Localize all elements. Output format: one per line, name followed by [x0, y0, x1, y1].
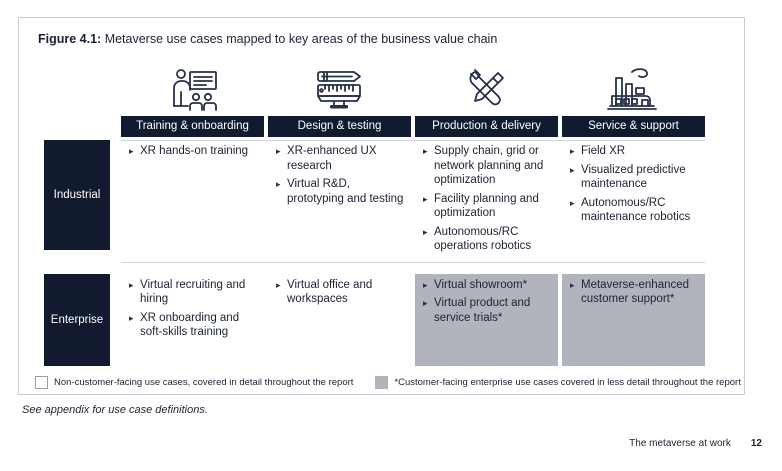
- list-item: Virtual showroom*: [423, 278, 552, 293]
- wrench-screwdriver-icon: [413, 56, 559, 114]
- list-item: Virtual recruiting and hiring: [129, 278, 258, 307]
- list-item: Autonomous/RC operations robotics: [423, 225, 552, 254]
- legend: Non-customer-facing use cases, covered i…: [35, 373, 741, 391]
- matrix-row-enterprise: Enterprise Virtual recruiting and hiring…: [44, 273, 705, 366]
- legend-swatch-filled-icon: [375, 375, 389, 389]
- list-item: Autonomous/RC maintenance robotics: [570, 196, 699, 225]
- row-label-industrial: Industrial: [44, 140, 110, 250]
- divider-above-industrial: [121, 140, 705, 141]
- list-item: XR onboarding and soft-skills training: [129, 311, 258, 340]
- industrial-cells: XR hands-on training XR-enhanced UX rese…: [121, 140, 705, 262]
- item-list: Supply chain, grid or network planning a…: [423, 144, 552, 254]
- matrix-row-industrial: Industrial XR hands-on training XR-enhan…: [44, 140, 705, 262]
- item-list: Metaverse-enhanced customer support*: [570, 278, 699, 307]
- cell-enterprise-training-onboarding: Virtual recruiting and hiring XR onboard…: [121, 274, 264, 366]
- list-item: Facility planning and optimization: [423, 192, 552, 221]
- item-list: Field XR Visualized predictive maintenan…: [570, 144, 699, 225]
- cell-enterprise-production-delivery: Virtual showroom* Virtual product and se…: [415, 273, 558, 366]
- column-header-production-delivery: Production & delivery: [415, 116, 558, 137]
- row-label-enterprise: Enterprise: [44, 273, 110, 366]
- appendix-note: See appendix for use case definitions.: [22, 404, 208, 416]
- item-list: XR-enhanced UX research Virtual R&D, pro…: [276, 144, 405, 206]
- legend-label: Non-customer-facing use cases, covered i…: [54, 376, 354, 388]
- cell-enterprise-service-support: Metaverse-enhanced customer support*: [562, 273, 705, 366]
- cell-industrial-training-onboarding: XR hands-on training: [121, 140, 264, 262]
- footer-page-number: 12: [750, 438, 762, 449]
- column-header-design-testing: Design & testing: [268, 116, 411, 137]
- cell-enterprise-design-testing: Virtual office and workspaces: [268, 274, 411, 366]
- list-item: XR hands-on training: [129, 144, 258, 159]
- list-item: Supply chain, grid or network planning a…: [423, 144, 552, 188]
- figure-title: Figure 4.1: Metaverse use cases mapped t…: [38, 31, 497, 47]
- enterprise-cells: Virtual recruiting and hiring XR onboard…: [121, 273, 705, 366]
- list-item: Virtual product and service trials*: [423, 296, 552, 325]
- legend-swatch-hollow-icon: [35, 375, 48, 389]
- list-item: Visualized predictive maintenance: [570, 163, 699, 192]
- column-header-row: Training & onboarding Design & testing P…: [121, 116, 705, 137]
- legend-item-customer-facing: *Customer-facing enterprise use cases co…: [375, 375, 741, 389]
- list-item: Virtual R&D, prototyping and testing: [276, 177, 405, 206]
- column-header-training-onboarding: Training & onboarding: [121, 116, 264, 137]
- list-item: Metaverse-enhanced customer support*: [570, 278, 699, 307]
- cell-industrial-service-support: Field XR Visualized predictive maintenan…: [562, 140, 705, 262]
- legend-item-non-customer-facing: Non-customer-facing use cases, covered i…: [35, 375, 354, 389]
- pencil-ruler-monitor-icon: [267, 56, 413, 114]
- presenter-whiteboard-icon: [121, 56, 267, 114]
- legend-label: *Customer-facing enterprise use cases co…: [394, 376, 741, 388]
- figure-title-text: Metaverse use cases mapped to key areas …: [101, 32, 498, 46]
- divider-between-rows: [121, 262, 705, 263]
- column-header-service-support: Service & support: [562, 116, 705, 137]
- list-item: XR-enhanced UX research: [276, 144, 405, 173]
- footer-document-title: The metaverse at work: [629, 438, 731, 449]
- figure-container: Figure 4.1: Metaverse use cases mapped t…: [18, 17, 745, 395]
- factory-icon: [559, 56, 705, 114]
- list-item: Field XR: [570, 144, 699, 159]
- item-list: Virtual showroom* Virtual product and se…: [423, 278, 552, 326]
- item-list: XR hands-on training: [129, 144, 258, 159]
- item-list: Virtual recruiting and hiring XR onboard…: [129, 278, 258, 340]
- figure-label: Figure 4.1:: [38, 32, 102, 46]
- matrix-body: Industrial XR hands-on training XR-enhan…: [44, 140, 705, 366]
- page-footer: The metaverse at work 12: [629, 438, 762, 449]
- cell-industrial-production-delivery: Supply chain, grid or network planning a…: [415, 140, 558, 262]
- list-item: Virtual office and workspaces: [276, 278, 405, 307]
- column-icon-row: [121, 56, 705, 114]
- item-list: Virtual office and workspaces: [276, 278, 405, 307]
- cell-industrial-design-testing: XR-enhanced UX research Virtual R&D, pro…: [268, 140, 411, 262]
